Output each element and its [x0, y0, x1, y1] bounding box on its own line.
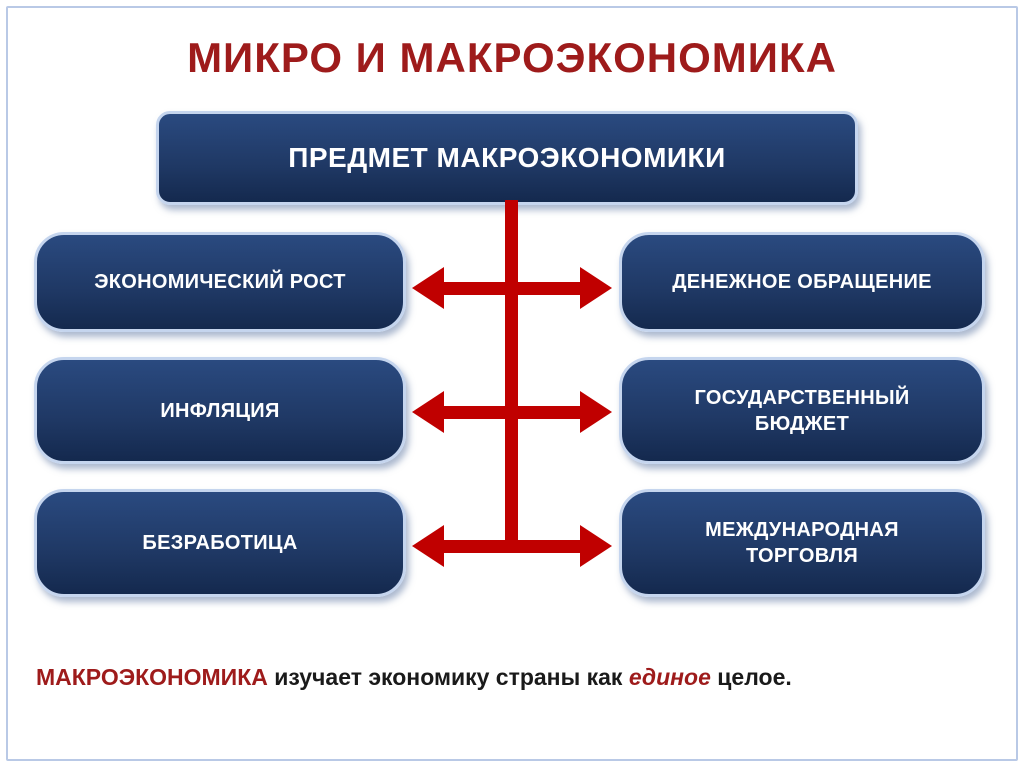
box-state-budget: ГОСУДАРСТВЕННЫЙ БЮДЖЕТ: [619, 357, 985, 464]
box-money-circulation: ДЕНЕЖНОЕ ОБРАЩЕНИЕ: [619, 232, 985, 332]
box-unemployment: БЕЗРАБОТИЦА: [34, 489, 406, 597]
box-inflation-label: ИНФЛЯЦИЯ: [160, 399, 280, 422]
box-state-budget-label: ГОСУДАРСТВЕННЫЙ БЮДЖЕТ: [694, 386, 910, 435]
footer-tail-text: целое.: [710, 664, 792, 690]
footer-term: МАКРОЭКОНОМИКА: [36, 664, 268, 690]
box-money-circulation-label: ДЕНЕЖНОЕ ОБРАЩЕНИЕ: [672, 271, 932, 293]
box-international-trade: МЕЖДУНАРОДНАЯ ТОРГОВЛЯ: [619, 489, 985, 597]
footer-emphasis: единое: [628, 664, 711, 690]
box-unemployment-label: БЕЗРАБОТИЦА: [142, 532, 298, 554]
box-economic-growth-label: ЭКОНОМИЧЕСКИЙ РОСТ: [94, 271, 346, 293]
double-arrow-row2: [412, 391, 612, 433]
double-arrow-row1: [412, 267, 612, 309]
box-economic-growth: ЭКОНОМИЧЕСКИЙ РОСТ: [34, 232, 406, 332]
footer-middle-text: изучает экономику страны как: [267, 664, 629, 690]
root-box-label: ПРЕДМЕТ МАКРОЭКОНОМИКИ: [288, 141, 726, 173]
footer-sentence: МАКРОЭКОНОМИКА изучает экономику страны …: [36, 664, 792, 691]
root-box-subject-of-macroeconomics: ПРЕДМЕТ МАКРОЭКОНОМИКИ: [156, 111, 858, 205]
connector-vertical-line: [505, 200, 518, 552]
box-international-trade-label: МЕЖДУНАРОДНАЯ ТОРГОВЛЯ: [705, 519, 899, 567]
slide-title: МИКРО И МАКРОЭКОНОМИКА: [187, 34, 837, 81]
box-inflation: ИНФЛЯЦИЯ: [34, 357, 406, 464]
double-arrow-row3: [412, 525, 612, 567]
